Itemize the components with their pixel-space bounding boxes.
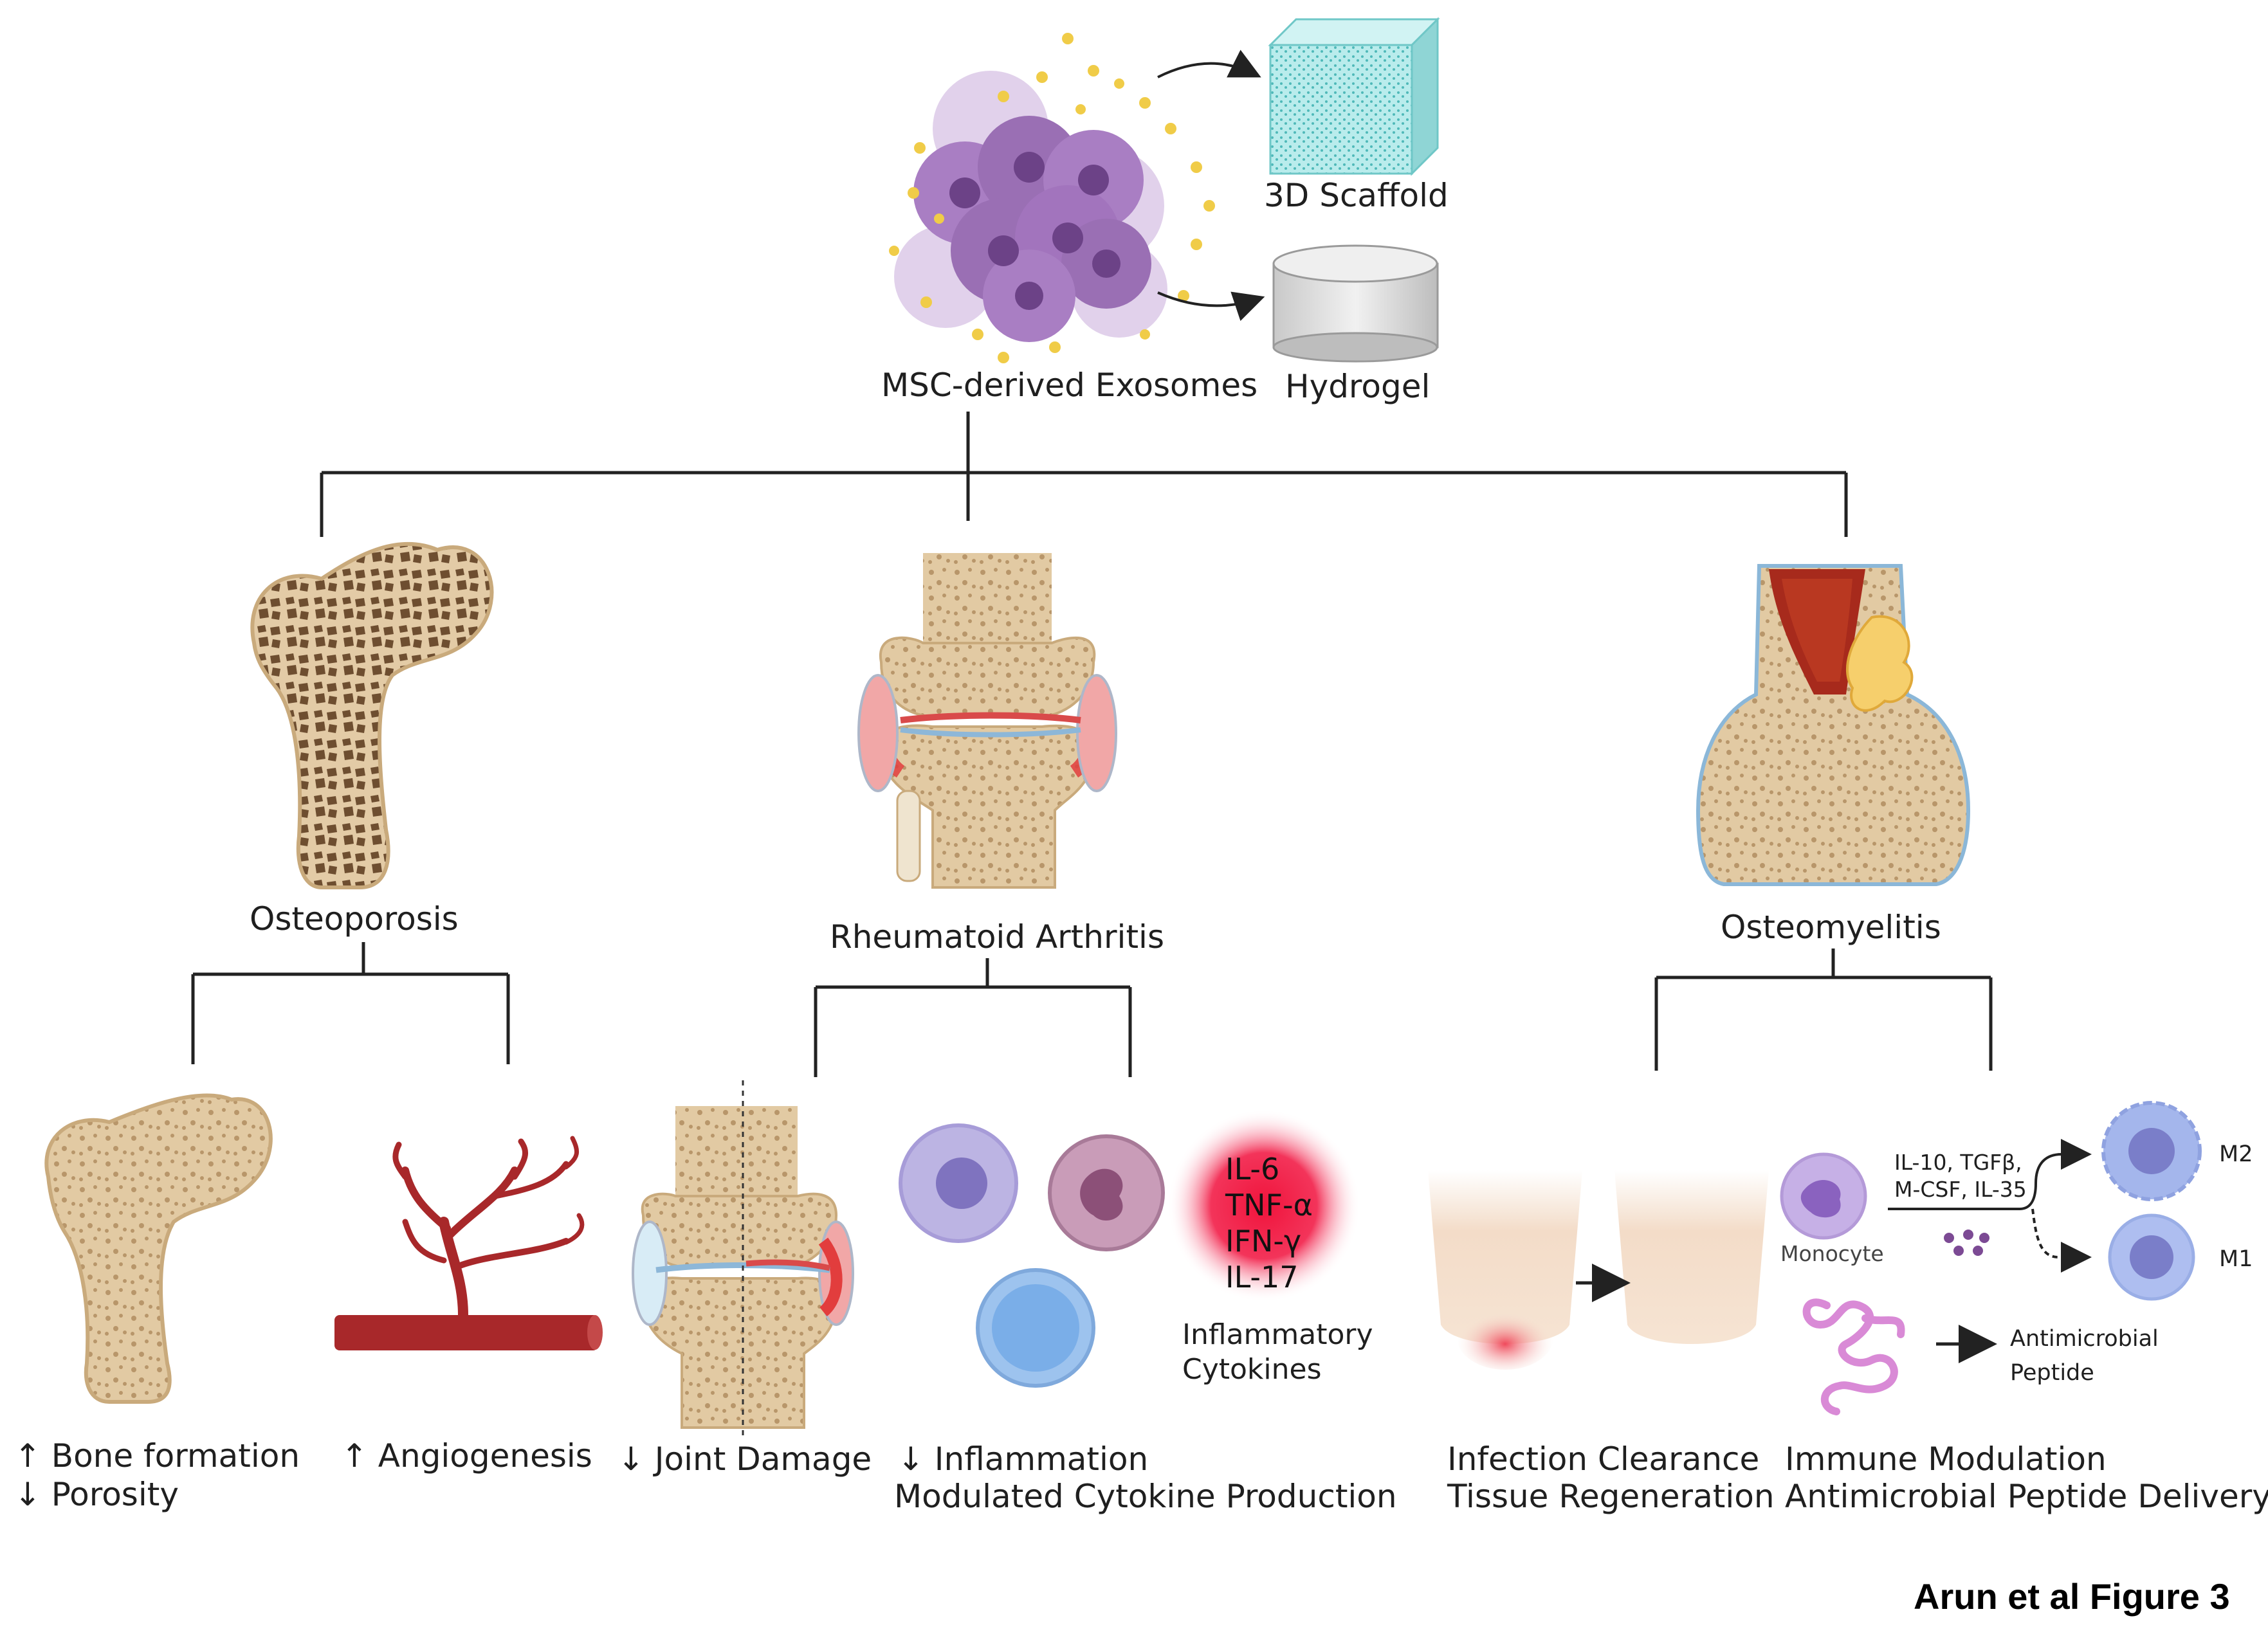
blood-vessel-icon	[334, 1136, 603, 1350]
ra-title: Rheumatoid Arthritis	[830, 918, 1164, 956]
cytokine-glow-icon	[1167, 1109, 1360, 1302]
outcome-joint-damage: ↓ Joint Damage	[617, 1440, 872, 1478]
cytokines-caption-2: Cytokines	[1182, 1353, 1322, 1386]
monocyte-icon	[1780, 1152, 1867, 1240]
outcome-bone-formation: ↑ Bone formation	[14, 1437, 300, 1475]
cytokine-il6: IL-6	[1225, 1152, 1280, 1186]
outcome-inflammation: ↓ Inflammation	[897, 1440, 1149, 1478]
half-knee-comparison-icon	[632, 1080, 854, 1440]
scaffold-cube-icon	[1268, 17, 1440, 176]
outcome-tissue-regeneration: Tissue Regeneration	[1447, 1478, 1775, 1515]
exosomes-label: MSC-derived Exosomes	[881, 367, 1258, 404]
factors-line-2: M-CSF, IL-35	[1894, 1177, 2027, 1202]
macrophage-polarization-arrows	[1888, 1139, 2092, 1273]
osteoporotic-femur-icon	[250, 541, 494, 889]
arrow-to-scaffold	[1157, 50, 1261, 78]
m2-label: M2	[2219, 1141, 2253, 1167]
tissue-regeneration-icon	[1428, 1170, 1769, 1370]
cytokine-ifng: IFN-γ	[1225, 1224, 1302, 1258]
antimicrobial-peptide-icon	[1802, 1298, 1905, 1415]
tree-connectors	[191, 412, 1993, 1077]
ra-knee-joint-icon	[857, 553, 1117, 889]
cytokine-il17: IL-17	[1225, 1260, 1299, 1294]
hydrogel-jar-icon	[1272, 244, 1439, 363]
outcome-angiogenesis: ↑ Angiogenesis	[341, 1437, 592, 1475]
osteoporosis-title: Osteoporosis	[250, 900, 459, 938]
monocyte-label: Monocyte	[1780, 1241, 1884, 1266]
m1-label: M1	[2219, 1246, 2253, 1272]
scaffold-label: 3D Scaffold	[1264, 177, 1449, 214]
immune-cells-icon	[899, 1123, 1165, 1388]
arrow-to-hydrogel	[1157, 291, 1265, 322]
factors-line-1: IL-10, TGFβ,	[1894, 1150, 2022, 1175]
osteomyelitis-bone-icon	[1696, 564, 1971, 886]
peptide-label-1: Antimicrobial	[2010, 1326, 2159, 1352]
cytokine-dots-icon	[1944, 1230, 1989, 1256]
outcome-peptide-delivery: Antimicrobial Peptide Delivery	[1785, 1478, 2268, 1515]
cytokines-caption-1: Inflammatory	[1182, 1318, 1373, 1351]
exosome-particles-icon	[889, 33, 1215, 363]
cytokine-tnfa: TNF-α	[1225, 1188, 1313, 1222]
osteomyelitis-title: Osteomyelitis	[1721, 909, 1941, 946]
figure-caption: Arun et al Figure 3	[1914, 1576, 2230, 1617]
outcome-porosity: ↓ Porosity	[14, 1476, 179, 1513]
peptide-label-2: Peptide	[2010, 1360, 2094, 1386]
msc-cell-cluster-icon	[894, 71, 1167, 342]
hydrogel-label: Hydrogel	[1285, 368, 1431, 405]
outcome-infection-clearance: Infection Clearance	[1447, 1440, 1760, 1478]
outcome-immune-modulation: Immune Modulation	[1785, 1440, 2107, 1478]
outcome-cytokine-production: Modulated Cytokine Production	[894, 1478, 1397, 1515]
healthy-femur-icon	[44, 1093, 273, 1404]
macrophage-m2-icon	[2101, 1101, 2202, 1201]
macrophage-m1-icon	[2108, 1213, 2195, 1301]
